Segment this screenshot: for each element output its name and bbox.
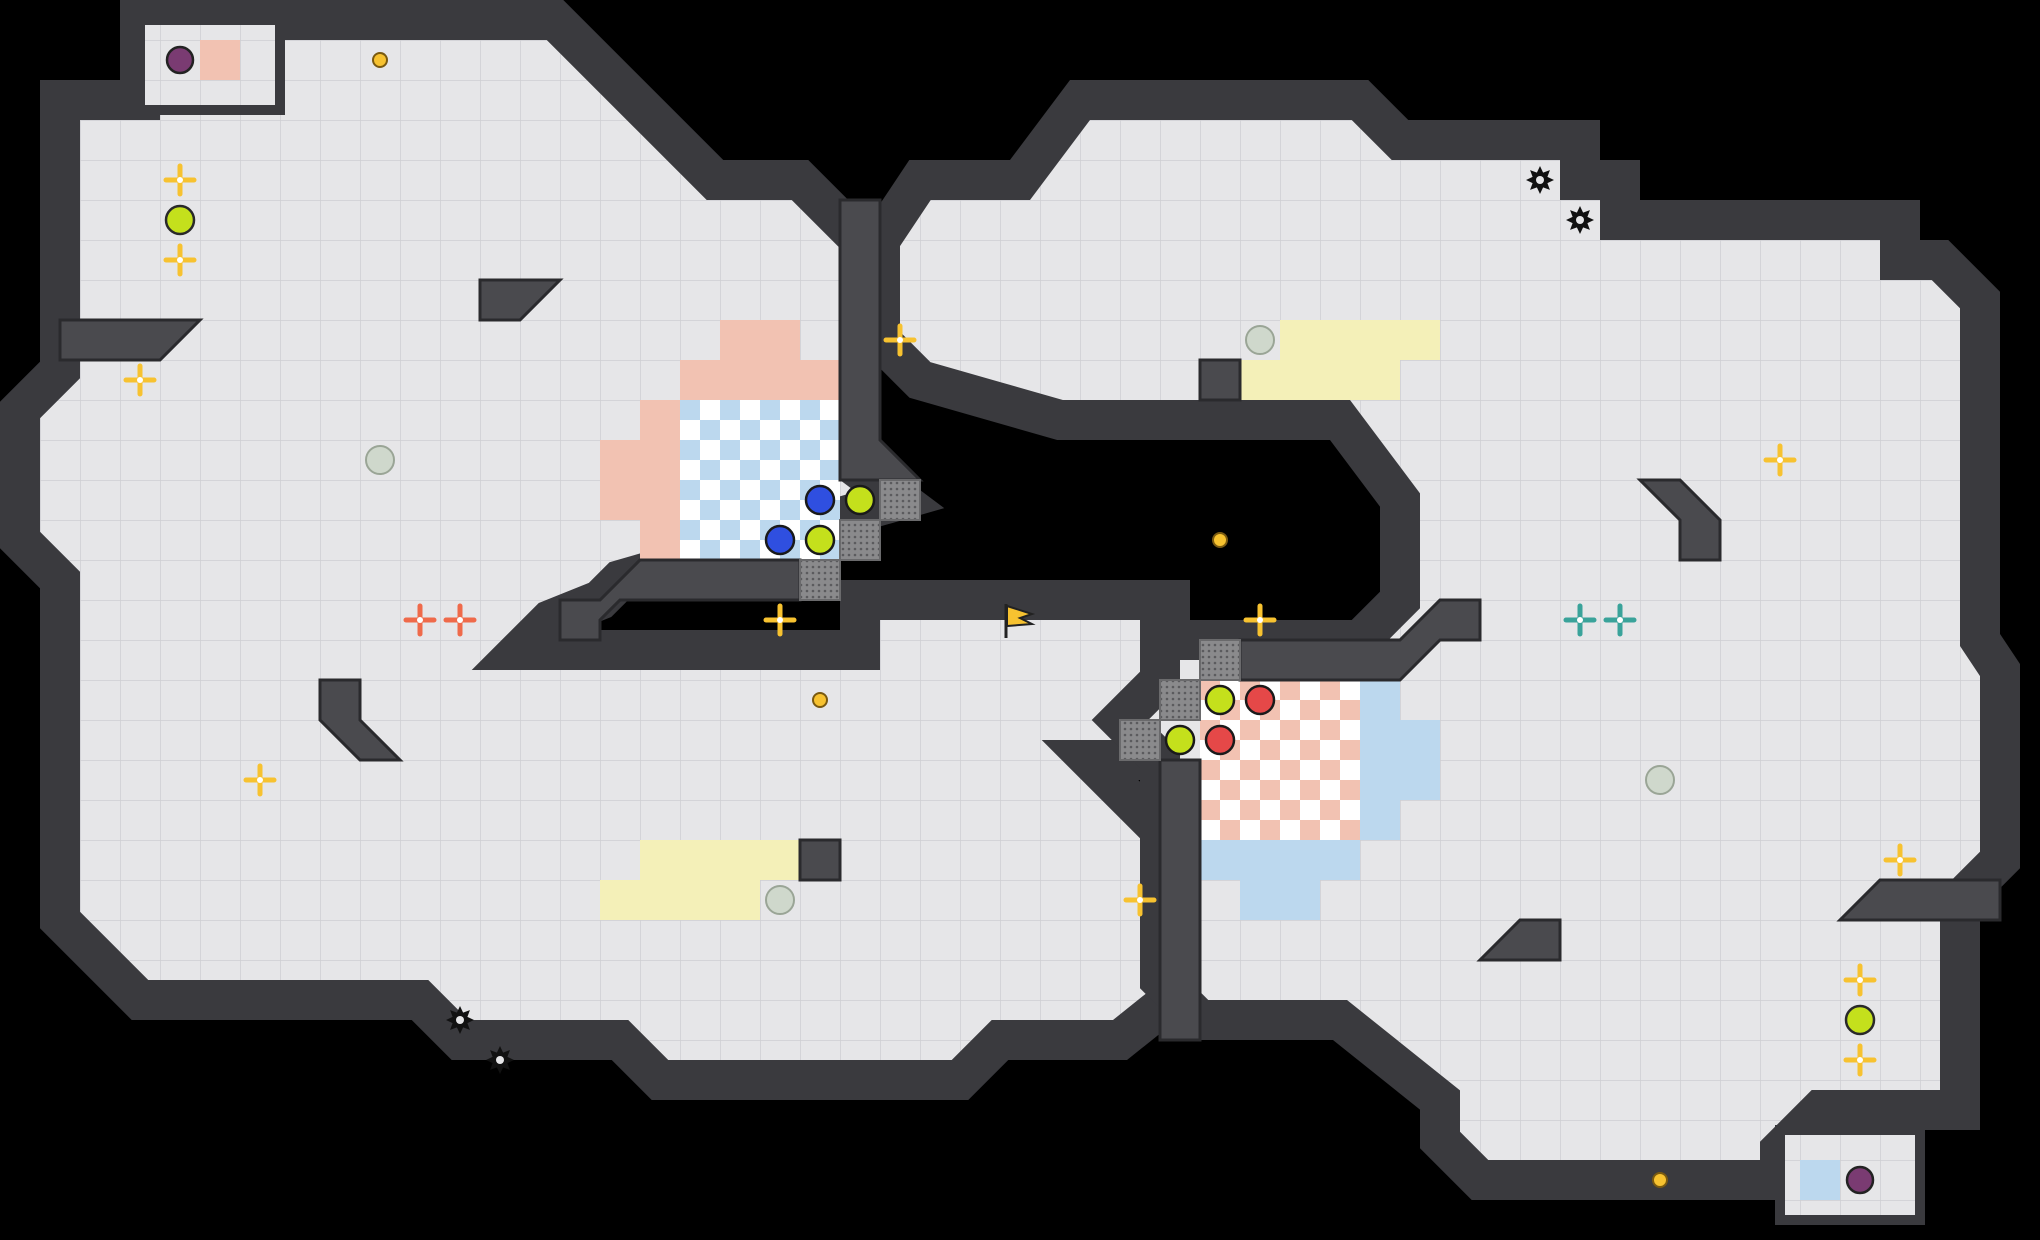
gate-tile: [1199, 639, 1241, 681]
spikes: [446, 166, 1594, 1074]
spike-icon: [446, 1006, 474, 1034]
gate-tile: [799, 559, 841, 601]
boost-icon: [1123, 883, 1157, 917]
boost-icon: [1603, 603, 1637, 637]
red-player: [1244, 684, 1276, 716]
red-spawn-tile: [200, 40, 240, 80]
wall-divider-bottom: [1158, 758, 1202, 1042]
spike-icon: [1526, 166, 1554, 194]
gates: [799, 479, 1241, 761]
wall-wedge-4: [1476, 918, 1562, 962]
boost-icon: [883, 323, 917, 357]
blue-team-ball: [844, 484, 876, 516]
spike-icon: [486, 1046, 514, 1074]
portal-icon: [1245, 325, 1275, 355]
button-icon: [372, 52, 388, 68]
powerup-icon: [164, 204, 196, 236]
wall-wedge-2: [318, 678, 404, 762]
red-team-ball: [1204, 684, 1236, 716]
boost-icon: [1563, 603, 1597, 637]
bomb-icon: [165, 45, 195, 75]
boost-icon: [163, 243, 197, 277]
button-icon: [812, 692, 828, 708]
boosts: [123, 163, 1917, 1077]
boost-icon: [1243, 603, 1277, 637]
portal-icon: [765, 885, 795, 915]
blue-team-ball: [804, 524, 836, 556]
portals: [365, 325, 1675, 915]
wall-wedge-3: [1636, 478, 1722, 562]
blue-player: [804, 484, 836, 516]
buttons: [372, 52, 1668, 1188]
wall-wedge-1: [478, 278, 564, 322]
wall-ledge-upper-left: [58, 318, 204, 362]
boost-icon: [123, 363, 157, 397]
blue-player: [764, 524, 796, 556]
button-icon: [1212, 532, 1228, 548]
blue-spawn-tile: [1800, 1160, 1840, 1200]
powerup-icon: [1844, 1004, 1876, 1036]
powerups: [164, 204, 1876, 1036]
boost-icon: [403, 603, 437, 637]
portal-icon: [365, 445, 395, 475]
boost-icon: [1843, 1043, 1877, 1077]
gate-tile: [1159, 679, 1201, 721]
gate-tile: [879, 479, 921, 521]
bomb-icon: [1845, 1165, 1875, 1195]
wall-divider-top: [838, 198, 924, 482]
boost-icon: [243, 763, 277, 797]
wall-block-2: [798, 838, 842, 882]
boost-icon: [763, 603, 797, 637]
wall-ledge-lower-right: [1836, 878, 2002, 922]
bombs: [165, 45, 1875, 1195]
gate-tile: [839, 519, 881, 561]
red-player: [1204, 724, 1236, 756]
interior-walls: [58, 198, 2002, 1042]
boost-icon: [163, 163, 197, 197]
gate-tile: [1119, 719, 1161, 761]
boost-icon: [1883, 843, 1917, 877]
button-icon: [1652, 1172, 1668, 1188]
spike-icon: [1566, 206, 1594, 234]
wall-ledge-right: [1238, 598, 1482, 682]
neutral-flag-icon: [1004, 604, 1036, 638]
yellow-zone-top: [1240, 320, 1440, 400]
wall-block-1: [1198, 358, 1242, 402]
players: [764, 484, 1276, 756]
boost-icon: [1763, 443, 1797, 477]
yellow-zone-bottom: [600, 840, 800, 920]
red-team-ball: [1164, 724, 1196, 756]
portal-icon: [1645, 765, 1675, 795]
boost-icon: [443, 603, 477, 637]
boost-icon: [1843, 963, 1877, 997]
